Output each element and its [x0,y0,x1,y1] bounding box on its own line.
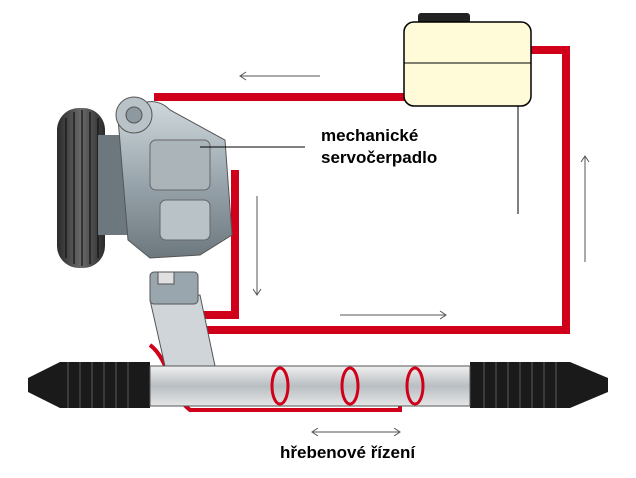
arrow-right-icon [340,310,447,320]
rack-and-pinion-gear [28,271,608,408]
arrow-up-icon [580,155,590,262]
power-steering-pump [57,96,305,268]
arrow-down-icon [252,196,262,296]
right-boot [470,362,608,408]
rack-label: hřebenové řízení [280,443,416,462]
reservoir-tank [403,13,532,214]
flow-arrows [239,71,590,437]
hydraulic-lines [148,46,570,412]
left-boot [28,362,150,408]
pump-label-line2: servočerpadlo [321,148,438,167]
pump-label-line1: mechanické [321,126,419,145]
arrow-bidirectional-icon [311,427,401,437]
line-to-rack [200,170,239,319]
arrow-left-icon [239,71,320,81]
line-rack-to-reservoir [205,46,570,334]
